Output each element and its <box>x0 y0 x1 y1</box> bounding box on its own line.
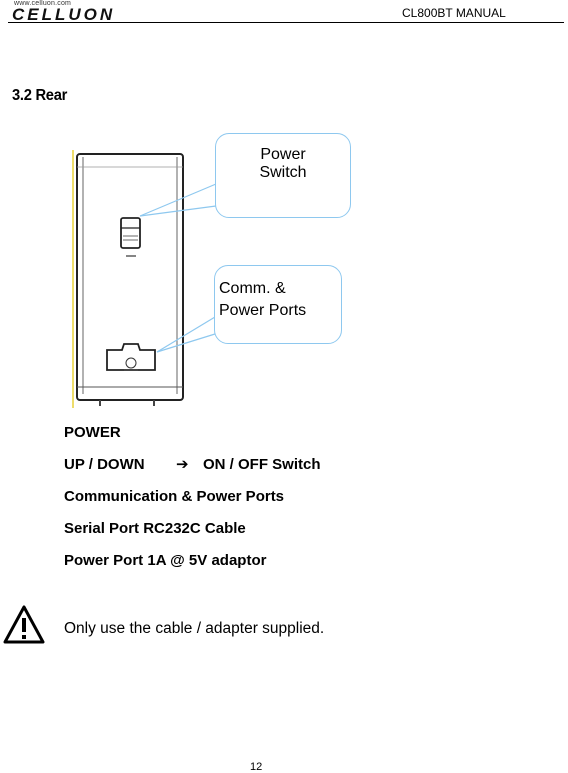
brand-logo: CELLUON <box>12 5 116 24</box>
callout-line: Switch <box>259 164 307 181</box>
comm-ports-label: Communication & Power Ports <box>64 488 285 505</box>
serial-port-label: Serial Port RC232C Cable <box>64 520 246 537</box>
usage-note: Only use the cable / adapter supplied. <box>64 620 325 637</box>
comm-ports-callout: Comm. & Power Ports <box>214 265 342 344</box>
page-number: 12 <box>250 761 263 773</box>
callout-line: Power <box>260 146 306 163</box>
device-rear-illustration <box>72 150 217 408</box>
section-heading: 3.2 Rear <box>12 87 68 104</box>
power-label: POWER <box>64 424 121 441</box>
power-switch-callout: Power Switch <box>215 133 351 218</box>
power-port-label: Power Port 1A @ 5V adaptor <box>64 552 267 569</box>
arrow-right-icon: ➔ <box>176 456 189 473</box>
onoff-switch-label: ON / OFF Switch <box>203 456 321 473</box>
header-divider <box>8 22 564 23</box>
warning-icon <box>3 605 45 644</box>
updown-label: UP / DOWN <box>64 456 145 473</box>
logo-url: www.celluon.com <box>14 0 72 7</box>
callout-line: Power Ports <box>219 302 307 319</box>
callout-line: Comm. & <box>219 280 286 297</box>
updown-row: UP / DOWN ➔ ON / OFF Switch <box>64 456 321 473</box>
manual-title: CL800BT MANUAL <box>402 6 506 20</box>
page-header: www.celluon.com CELLUON CL800BT MANUAL <box>0 0 568 24</box>
